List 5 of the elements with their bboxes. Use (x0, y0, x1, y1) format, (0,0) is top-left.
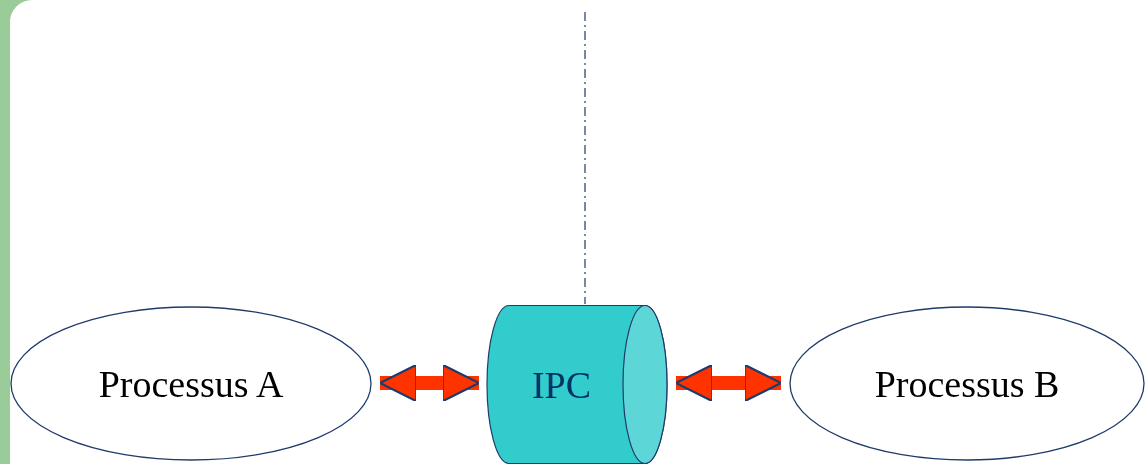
double-arrow (378, 363, 481, 403)
process-label: Processus B (874, 361, 1060, 406)
double-arrow (674, 363, 783, 403)
cylinder-label: IPC (531, 362, 592, 407)
process-label: Processus A (98, 361, 284, 406)
